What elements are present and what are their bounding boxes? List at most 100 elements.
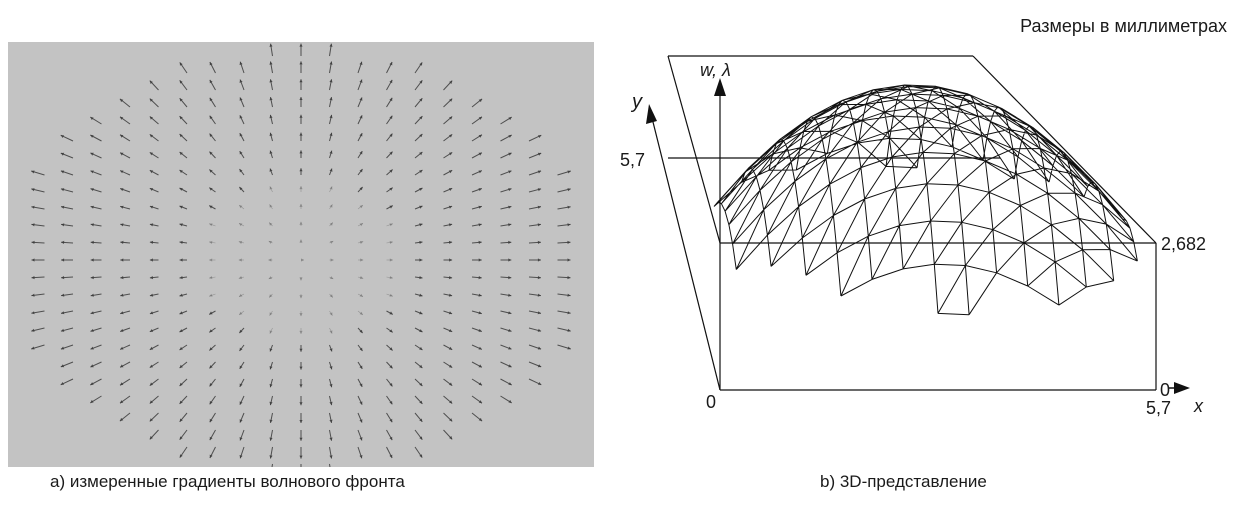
gradient-arrow: [443, 258, 453, 262]
gradient-arrow: [500, 395, 512, 404]
gradient-arrow: [414, 446, 423, 458]
gradient-arrow: [443, 151, 453, 159]
gradient-arrow: [61, 223, 74, 227]
gradient-arrow: [60, 170, 74, 176]
gradient-arrow: [471, 378, 483, 386]
gradient-arrow: [90, 205, 102, 210]
gradient-arrow: [500, 344, 512, 350]
gradient-arrow: [60, 361, 74, 368]
gradient-arrow: [149, 223, 159, 227]
gradient-arrow: [179, 327, 188, 333]
gradient-arrow: [269, 378, 273, 388]
gradient-arrow: [443, 344, 453, 351]
gradient-arrow: [357, 429, 363, 441]
gradient-arrow: [414, 240, 423, 244]
gradient-arrow: [471, 395, 483, 404]
gradient-arrow: [149, 258, 159, 262]
gradient-arrow: [269, 97, 273, 108]
gradient-arrow: [471, 134, 483, 142]
gradient-arrow: [31, 276, 45, 280]
gradient-arrow: [239, 412, 245, 423]
gradient-arrow: [90, 258, 102, 262]
gradient-arrow: [528, 293, 541, 297]
gradient-arrow: [300, 464, 302, 467]
gradient-arrow: [386, 344, 393, 351]
gradient-arrow: [443, 327, 453, 333]
gradient-arrow: [329, 258, 334, 262]
gradient-arrow: [301, 258, 304, 262]
gradient-arrow: [471, 412, 483, 422]
gradient-arrow: [61, 240, 74, 244]
gradient-arrow: [209, 378, 216, 387]
gradient-arrow: [471, 170, 483, 176]
gradient-arrow: [329, 204, 333, 210]
gradient-arrow: [119, 152, 131, 159]
gradient-arrow: [329, 412, 333, 423]
gradient-arrow: [414, 429, 423, 441]
gradient-arrow: [120, 327, 131, 332]
gradient-arrow: [329, 429, 333, 441]
gradient-arrow: [269, 327, 273, 334]
gradient-arrow: [269, 412, 273, 423]
gradient-arrow: [357, 276, 364, 280]
gradient-arrow: [209, 395, 216, 405]
gradient-arrow: [179, 276, 188, 280]
gradient-arrow: [268, 258, 273, 262]
gradient-arrow: [329, 344, 333, 352]
gradient-arrow: [209, 344, 216, 351]
x-axis-arrowhead: [1174, 382, 1190, 394]
gradient-arrow: [357, 344, 363, 352]
gradient-arrow: [414, 133, 423, 142]
gradient-arrow: [471, 223, 482, 227]
gradient-arrow: [209, 293, 216, 297]
gradient-arrow: [60, 134, 74, 142]
gradient-arrow: [443, 205, 453, 210]
gradient-arrow: [299, 61, 303, 73]
gradient-arrow: [209, 276, 216, 280]
gradient-arrow: [299, 239, 303, 243]
gradient-arrow: [179, 187, 188, 193]
gradient-arrow: [239, 429, 245, 441]
gradient-arrow: [269, 150, 273, 159]
gradient-arrow: [90, 293, 102, 297]
gradient-arrow: [209, 97, 216, 108]
gradient-arrow: [90, 152, 102, 159]
wavefront-3d-plot: y w, λ x 5,7 2,682 0 0 5,7: [620, 55, 1206, 418]
gradient-arrow: [443, 361, 453, 369]
gradient-arrow: [179, 395, 188, 405]
gradient-arrow: [443, 378, 453, 386]
gradient-arrow: [357, 412, 363, 423]
gradient-arrow: [239, 186, 245, 193]
gradient-arrow: [528, 361, 542, 368]
gradient-arrow: [500, 205, 512, 210]
gradient-arrow: [414, 151, 423, 159]
gradient-arrow: [329, 276, 334, 280]
gradient-arrow: [179, 293, 188, 297]
gradient-arrow: [120, 223, 131, 227]
gradient-arrow: [90, 170, 102, 176]
gradient-arrow: [386, 61, 393, 74]
gradient-arrow: [386, 412, 393, 423]
gradient-arrow: [120, 240, 131, 244]
gradient-arrow: [179, 258, 187, 262]
gradient-arrow: [119, 344, 131, 350]
gradient-arrow: [386, 205, 394, 210]
gradient-arrow: [269, 446, 273, 459]
gradient-arrow: [179, 361, 188, 369]
gradient-arrow: [471, 361, 483, 368]
bounding-box: [651, 55, 1157, 391]
gradient-arrow: [357, 240, 364, 244]
gradient-arrow: [299, 413, 303, 423]
gradient-arrow: [329, 222, 334, 227]
gradient-arrow: [557, 188, 571, 193]
gradient-arrow: [414, 310, 423, 315]
gradient-arrow: [31, 327, 45, 332]
gradient-arrow: [443, 310, 453, 315]
gradient-arrow: [357, 186, 363, 193]
gradient-arrow: [269, 114, 273, 125]
gradient-arrow: [329, 132, 333, 142]
gradient-arrow: [31, 344, 45, 350]
gradient-arrow: [60, 327, 74, 332]
gradient-arrow: [60, 378, 74, 386]
gradient-arrow: [329, 395, 333, 406]
